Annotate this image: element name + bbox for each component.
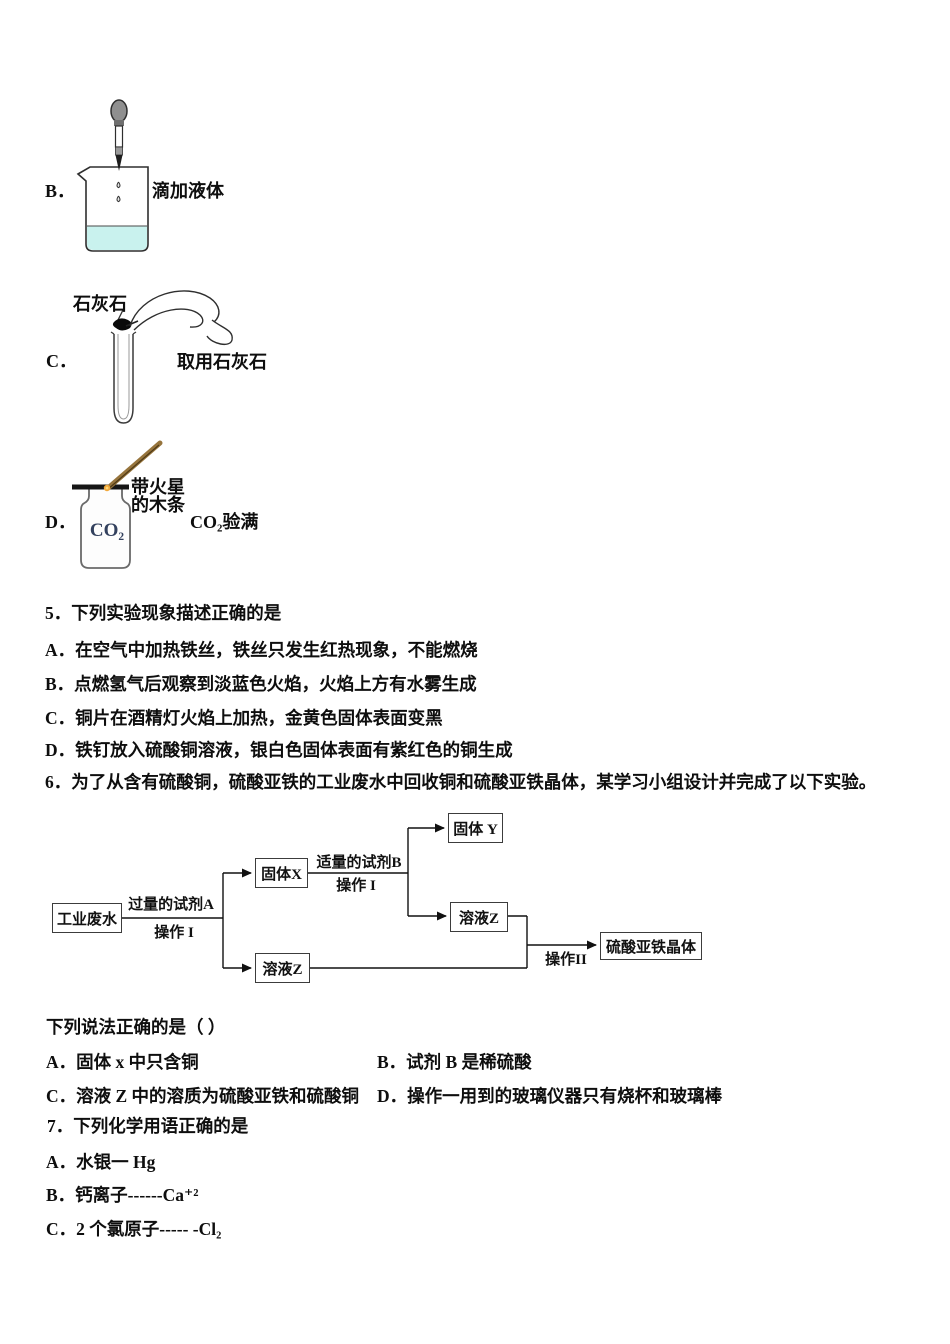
flowchart-label-reagent-b: 适量的试剂B (316, 855, 402, 871)
limestone-lump (112, 318, 132, 331)
question7-option-a: A．水银一 Hg (46, 1152, 156, 1172)
question6-stem: 6．为了从含有硫酸铜，硫酸亚铁的工业废水中回收铜和硫酸亚铁晶体，某学习小组设计并… (45, 772, 877, 792)
option-b-letter: B． (45, 181, 76, 201)
question7-option-c: C．2 个氯原子----- -Cl₂ (46, 1219, 222, 1239)
limestone-annotation: 石灰石 (73, 294, 127, 314)
glass-lid (72, 484, 129, 490)
hand-curves (129, 290, 233, 346)
dropper-beaker-icon (76, 99, 149, 252)
question7-stem: 7．下列化学用语正确的是 (47, 1116, 249, 1136)
splint-annotation-line2: 的木条 (131, 495, 185, 515)
splint-annotation-line1: 带火星 (131, 477, 185, 497)
flowchart-label-reagent-a: 过量的试剂A (128, 897, 214, 913)
question6-option-a: A．固体 x 中只含铜 (46, 1052, 199, 1072)
question7-option-b: B．钙离子------Ca⁺² (46, 1185, 199, 1205)
question5-option-d: D．铁钉放入硫酸铜溶液，银白色固体表面有紫红色的铜生成 (45, 740, 513, 760)
flowchart-label-operation1-b: 操作 I (336, 878, 376, 894)
liquid-drop (116, 195, 121, 203)
question6-option-c: C．溶液 Z 中的溶质为硫酸亚铁和硫酸铜 (46, 1086, 360, 1106)
test-tube (113, 334, 134, 424)
question5-option-a: A．在空气中加热铁丝，铁丝只发生红热现象，不能燃烧 (45, 640, 478, 660)
option-d-letter: D． (45, 512, 76, 532)
option-d-caption: CO₂验满 (190, 512, 259, 532)
question5-stem: 5．下列实验现象描述正确的是 (45, 603, 282, 623)
co2-bottle-label: CO₂ (89, 520, 125, 541)
flowchart-box-solid-y: 固体 Y (448, 813, 503, 843)
flowchart-box-solid-x: 固体X (255, 858, 308, 888)
option-c-letter: C． (46, 351, 77, 371)
flowchart-box-wastewater: 工业废水 (52, 903, 122, 933)
flowchart-label-operation1-a: 操作 I (154, 925, 194, 941)
question6-option-d: D．操作一用到的玻璃仪器只有烧杯和玻璃棒 (377, 1086, 723, 1106)
dropper-tip (115, 155, 123, 171)
question5-option-c: C．铜片在酒精灯火焰上加热，金黄色固体表面变黑 (45, 708, 443, 728)
beaker-liquid (87, 226, 147, 250)
flowchart-box-solution-z-lower: 溶液Z (255, 953, 310, 983)
question6-prompt: 下列说法正确的是（ ） (46, 1017, 226, 1037)
option-c-caption: 取用石灰石 (177, 352, 267, 372)
flowchart-lines (122, 823, 597, 973)
flowchart-box-solution-z-right: 溶液Z (450, 902, 508, 932)
question5-option-b: B．点燃氢气后观察到淡蓝色火焰，火焰上方有水雾生成 (45, 674, 477, 694)
liquid-drop (116, 181, 121, 189)
gas-bottle-splint-icon (72, 440, 163, 569)
option-b-caption: 滴加液体 (152, 181, 224, 201)
flowchart-label-operation2: 操作II (545, 952, 587, 968)
question6-option-b: B．试剂 B 是稀硫酸 (377, 1052, 532, 1072)
gas-bottle (80, 489, 131, 569)
flowchart-box-crystal: 硫酸亚铁晶体 (600, 932, 702, 960)
dropper-bulb (110, 99, 128, 123)
wood-splint (105, 440, 163, 491)
test-tube-hand-icon (110, 290, 233, 424)
